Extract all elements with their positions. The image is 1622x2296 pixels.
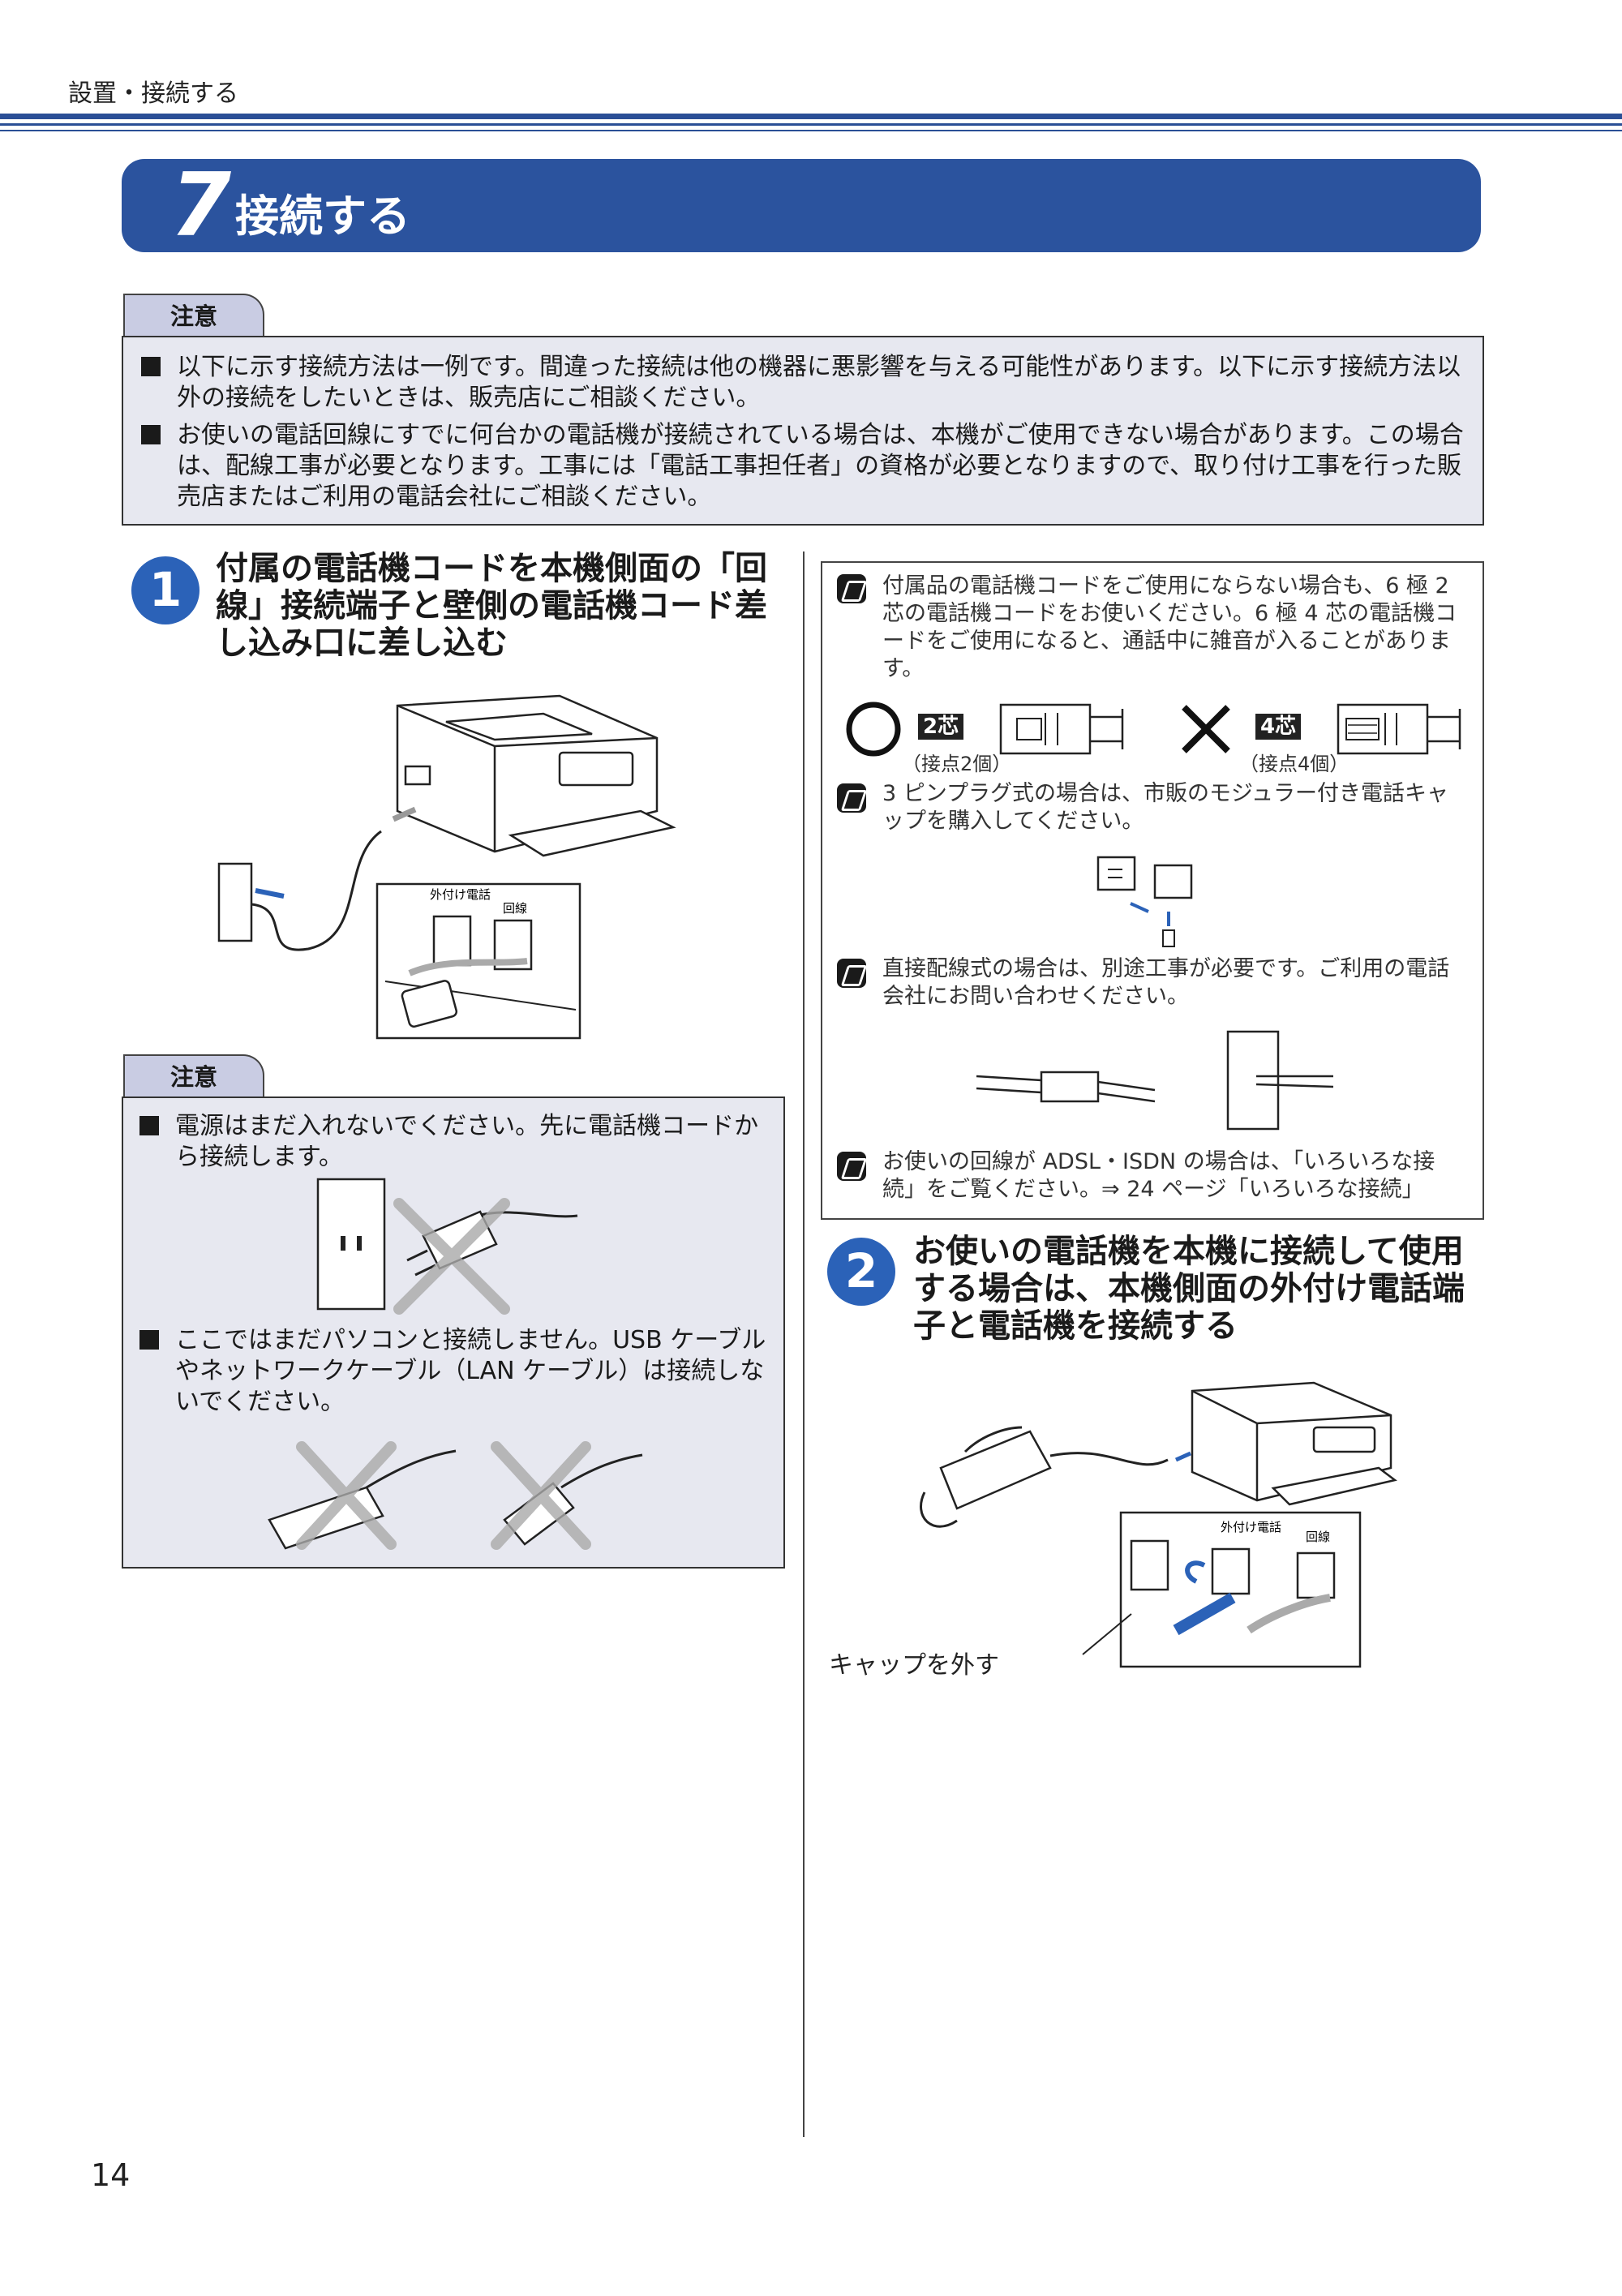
memo-icon xyxy=(837,574,866,603)
bullet-square-icon xyxy=(139,1330,159,1350)
chapter-number: 7 xyxy=(170,155,232,256)
ok-caption: （接点2個） xyxy=(902,753,1012,775)
illustration-label-line: 回線 xyxy=(503,901,527,916)
ok-tag: 2芯 xyxy=(918,714,964,740)
page-number: 14 xyxy=(91,2157,131,2193)
caution-tab-top: 注意 xyxy=(123,294,264,337)
chapter-title: 接続する xyxy=(235,191,410,242)
phone-connection-illustration: 外付け電話 回線 xyxy=(920,1381,1397,1668)
bullet-square-icon xyxy=(141,357,161,376)
header-rule-thin-1 xyxy=(0,123,1622,126)
illustration-label-line: 回線 xyxy=(1306,1530,1330,1544)
memo-text: 3 ピンプラグ式の場合は、市販のモジュラー付き電話キャップを購入してください。 xyxy=(882,781,1449,834)
outlet-no-plug-illustration xyxy=(316,1178,578,1315)
notes-box: 付属品の電話機コードをご使用にならない場合も、6 極 2 芯の電話機コードをお使… xyxy=(821,561,1484,1220)
bullet-square-icon xyxy=(141,425,161,444)
memo-text: 直接配線式の場合は、別途工事が必要です。ご利用の電話会社にお問い合わせください。 xyxy=(882,956,1450,1009)
memo-text: お使いの回線が ADSL・ISDN の場合は、「いろいろな接続」をご覧ください。… xyxy=(882,1149,1435,1202)
step-2-title: お使いの電話機を本機に接続して使用する場合は、本機側面の外付け電話端子と電話機を… xyxy=(913,1233,1465,1345)
step-1-title: 付属の電話機コードを本機側面の「回線」接続端子と壁側の電話機コード差し込み口に差… xyxy=(216,550,767,662)
caution-box-top: 以下に示す接続方法は一例です。間違った接続は他の機器に悪影響を与える可能性があり… xyxy=(122,336,1484,526)
four-core-plug-illustration xyxy=(1337,703,1461,755)
running-header: 設置・接続する xyxy=(68,79,238,108)
caution-box-step1: 電源はまだ入れないでください。先に電話機コードから接続します。 ここではまだパソ… xyxy=(122,1097,785,1569)
ng-cross-icon xyxy=(1182,705,1230,753)
ok-circle-icon xyxy=(846,702,901,757)
header-rule-thin-2 xyxy=(0,130,1622,131)
header-rule-thick xyxy=(0,114,1622,119)
memo-icon xyxy=(837,783,866,813)
illustration-label-external-phone: 外付け電話 xyxy=(1221,1520,1281,1534)
three-pin-cap-illustration xyxy=(1096,856,1193,947)
printer-connection-illustration: 外付け電話 回線 xyxy=(217,694,676,1040)
illustration-label-external-phone: 外付け電話 xyxy=(430,887,491,902)
ng-tag: 4芯 xyxy=(1255,714,1302,740)
column-divider xyxy=(803,551,805,2137)
usb-lan-no-connect-illustration xyxy=(268,1441,643,1550)
remove-cap-label: キャップを外す xyxy=(829,1651,999,1680)
chapter-banner xyxy=(122,159,1481,252)
ng-caption: （接点4個） xyxy=(1239,753,1350,775)
two-core-plug-illustration xyxy=(999,703,1124,755)
bullet-square-icon xyxy=(139,1116,159,1135)
memo-text: 付属品の電話機コードをご使用にならない場合も、6 極 2 芯の電話機コードをお使… xyxy=(882,573,1457,681)
memo-icon xyxy=(837,959,866,988)
step-2-number: 2 xyxy=(827,1238,895,1306)
direct-wiring-illustration xyxy=(976,1030,1334,1131)
memo-icon xyxy=(837,1152,866,1181)
step-1-number: 1 xyxy=(131,556,200,624)
caution-tab-step1: 注意 xyxy=(123,1054,264,1098)
